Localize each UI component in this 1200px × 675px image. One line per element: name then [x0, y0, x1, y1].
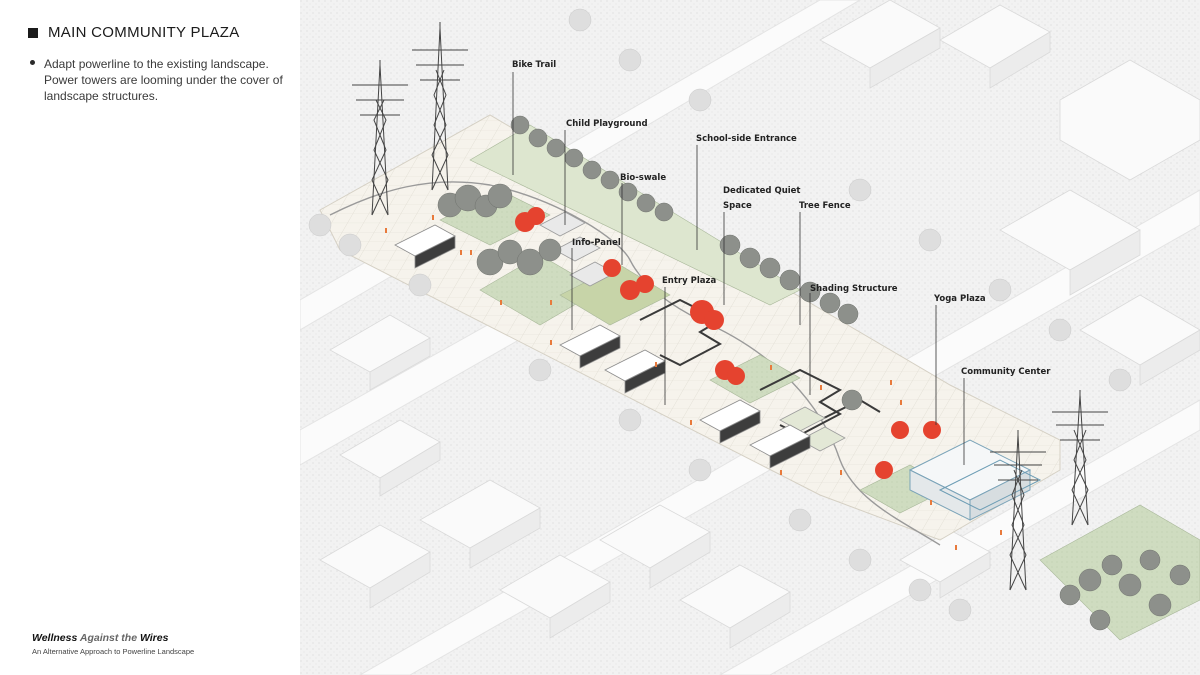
- pavilions: [394, 224, 811, 469]
- label-tree-fence: Tree Fence: [799, 201, 851, 211]
- axonometric-site-plan: Bike Trail Child Playground School-side …: [300, 0, 1200, 675]
- city-buildings: [319, 0, 1200, 649]
- power-tower-2: [412, 22, 468, 191]
- power-tower-3: [990, 430, 1046, 591]
- label-entry-plaza: Entry Plaza: [662, 276, 716, 286]
- description-panel: MAIN COMMUNITY PLAZA Adapt powerline to …: [0, 0, 300, 675]
- description-text: Adapt powerline to the existing landscap…: [44, 57, 283, 103]
- project-title-part2: Against the: [79, 632, 138, 644]
- power-tower-1: [352, 60, 408, 216]
- description-bullet: Adapt powerline to the existing landscap…: [30, 56, 284, 104]
- tree-canopy: [437, 115, 1191, 631]
- section-title: MAIN COMMUNITY PLAZA: [48, 24, 240, 41]
- community-center-building: [908, 439, 1042, 521]
- street-trees: [308, 8, 1132, 622]
- label-shading-structure: Shading Structure: [810, 284, 898, 294]
- info-panel-blocks: [539, 211, 846, 452]
- power-tower-4: [1052, 390, 1108, 526]
- label-info-panel: Info-Panel: [572, 238, 621, 248]
- label-bio-swale: Bio-swale: [620, 173, 666, 183]
- label-community-center: Community Center: [961, 367, 1051, 377]
- heading-square-icon: [28, 27, 38, 38]
- label-quiet-space-line1: Dedicated Quiet: [723, 186, 800, 196]
- people: [385, 215, 1002, 550]
- label-quiet-space-line2: Space: [723, 201, 752, 211]
- red-accent-trees: [515, 207, 941, 479]
- label-bike-trail: Bike Trail: [512, 60, 556, 70]
- project-subtitle: An Alternative Approach to Powerline Lan…: [32, 647, 195, 656]
- project-title-part3: Wires: [137, 632, 169, 644]
- bullet-dot-icon: [30, 60, 35, 65]
- label-yoga-plaza: Yoga Plaza: [933, 294, 986, 304]
- project-title: Wellness Against the Wires: [32, 632, 168, 644]
- leader-lines: [512, 72, 965, 465]
- label-child-playground: Child Playground: [566, 119, 648, 129]
- section-heading: MAIN COMMUNITY PLAZA: [28, 24, 240, 41]
- label-school-entrance: School-side Entrance: [696, 134, 797, 144]
- project-title-part1: Wellness: [32, 632, 80, 644]
